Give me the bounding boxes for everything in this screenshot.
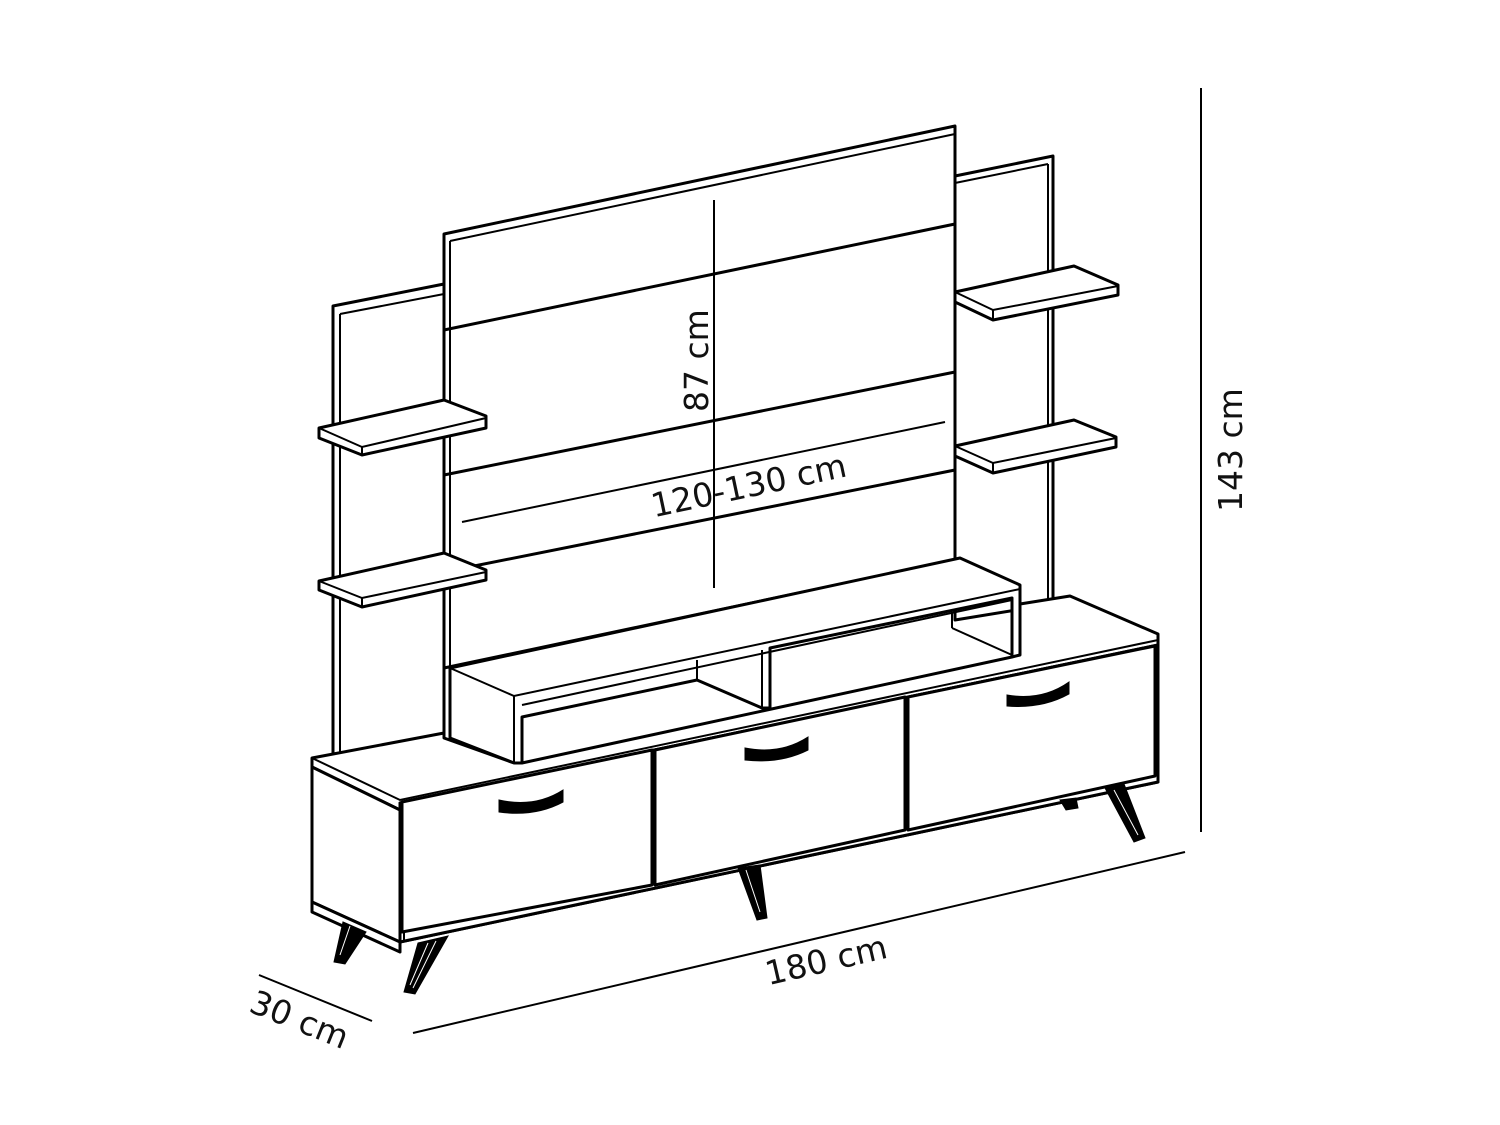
left-side-panel	[331, 282, 446, 757]
handle-right-drawer	[1006, 681, 1070, 707]
handle-left-drawer	[498, 789, 564, 814]
drawer-middle	[653, 695, 907, 887]
left-shelf-lower	[317, 551, 488, 609]
label-panel-height: 87 cm	[677, 309, 716, 412]
right-side-panel	[953, 154, 1055, 622]
left-shelf-upper	[317, 398, 488, 457]
label-total-height: 143 cm	[1211, 388, 1250, 512]
legs	[333, 783, 1146, 995]
drawer-left	[400, 748, 654, 934]
drawer-right	[906, 644, 1157, 832]
dim-line-depth	[258, 974, 373, 1022]
handle-middle-drawer	[744, 736, 809, 762]
dim-line-width	[412, 851, 1186, 1034]
right-shelf-upper	[953, 264, 1120, 322]
right-shelf-lower	[953, 418, 1118, 475]
